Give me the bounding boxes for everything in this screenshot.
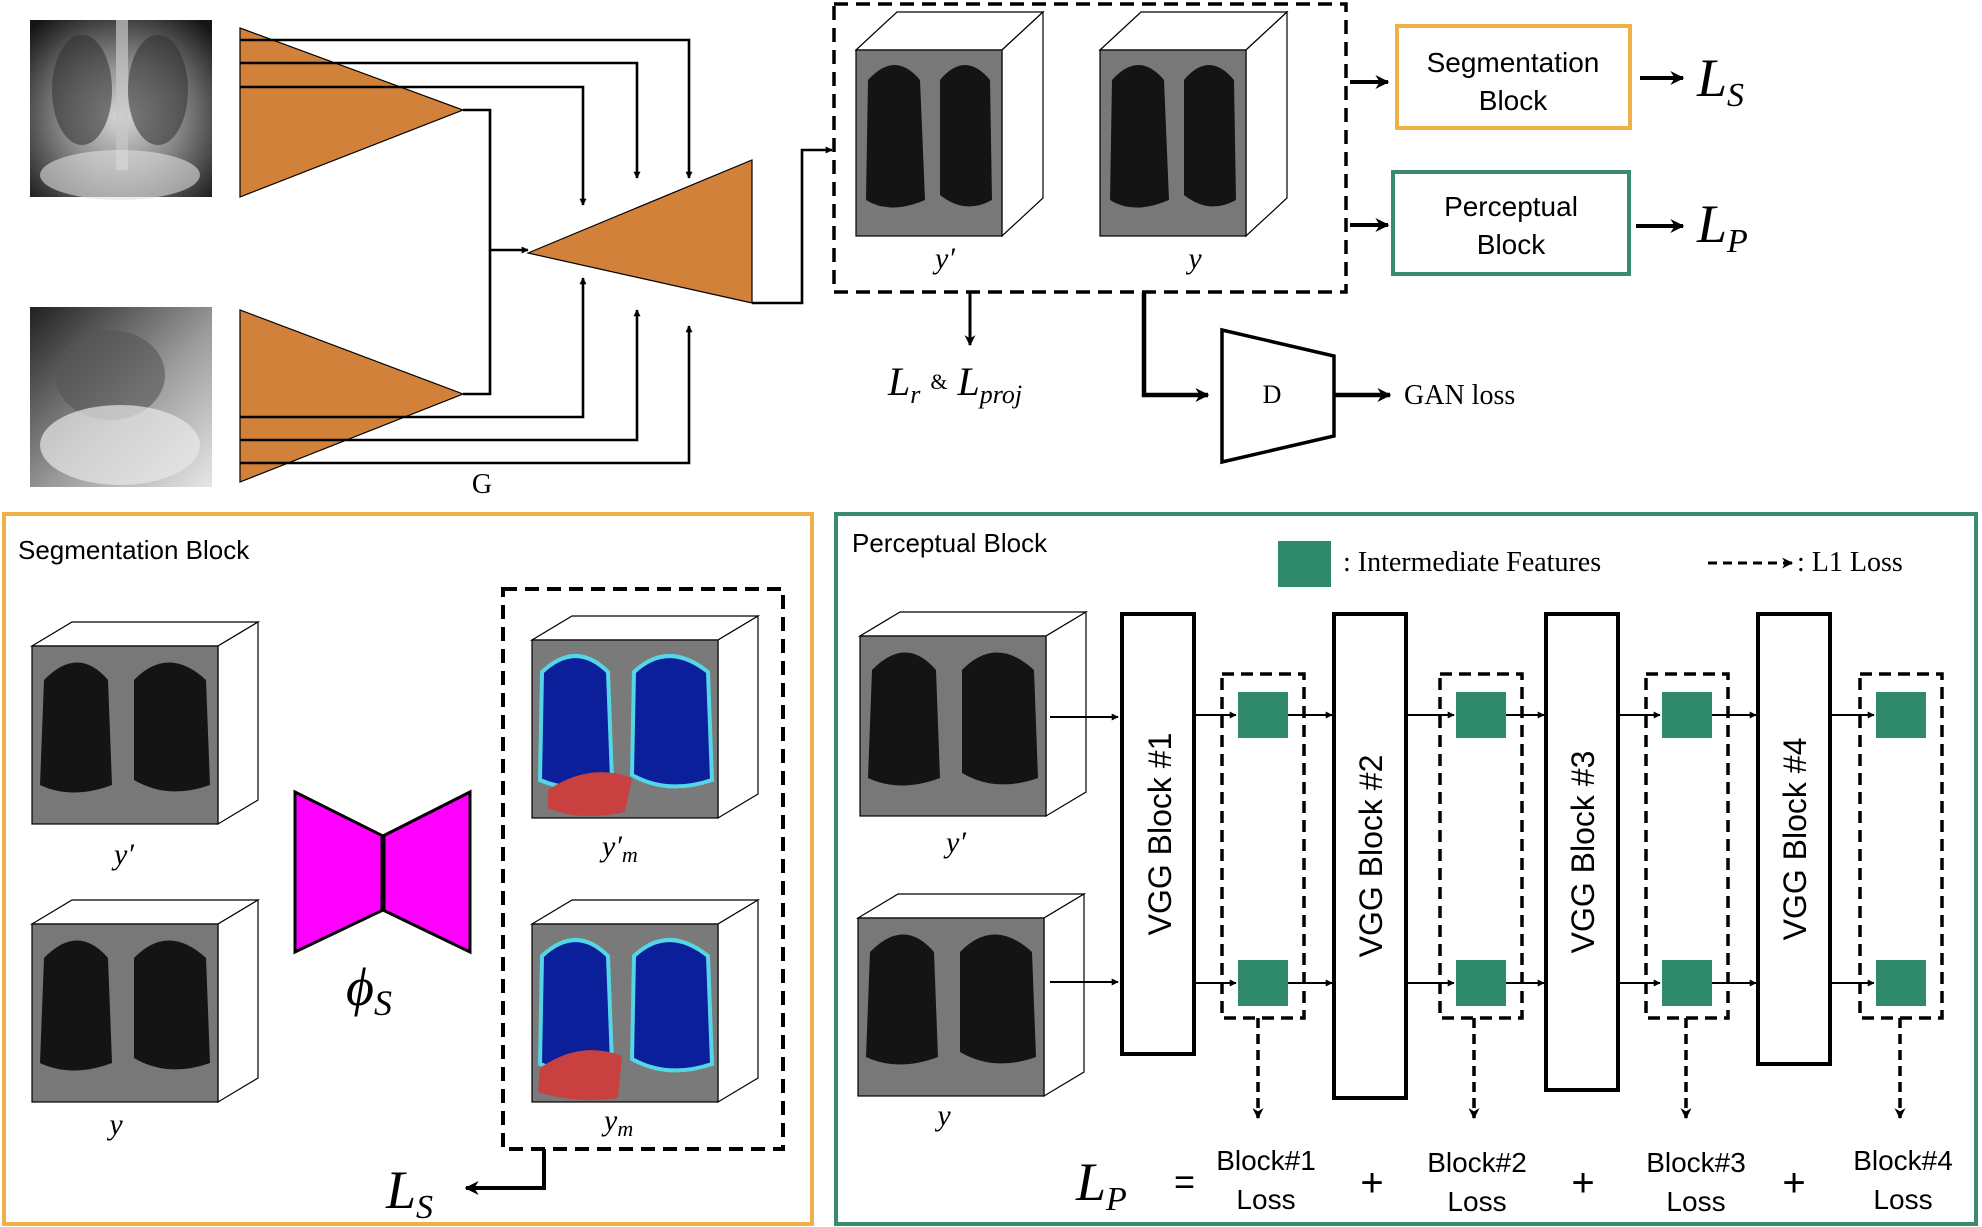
discriminator-label: D xyxy=(1263,380,1282,409)
vgg-block-2 xyxy=(1332,612,1408,1100)
seg-cube-y-prime xyxy=(29,620,261,826)
mask-y-m-label: ym xyxy=(601,1104,633,1141)
vgg-block-4 xyxy=(1756,612,1832,1066)
ct-cube-y xyxy=(1098,10,1289,238)
seg-y-label: y xyxy=(106,1108,123,1141)
discriminator-trapezoid xyxy=(1220,327,1336,465)
xray-frontal-image xyxy=(30,20,212,200)
decoder-triangle xyxy=(526,159,753,304)
y-prime-label: y′ xyxy=(932,242,955,275)
l1-loss-arrows xyxy=(1252,1018,1906,1120)
vgg-block-4-label: VGG Block #4 xyxy=(1777,738,1813,941)
loss-term-2-line2: Loss xyxy=(1447,1186,1506,1217)
loss-term-4-line2: Loss xyxy=(1873,1184,1932,1215)
mask-cube-y-prime-m xyxy=(529,614,761,820)
flow-arrows xyxy=(1194,711,1875,987)
seg-block-line1: Segmentation xyxy=(1427,47,1600,78)
legend-l1-text: : L1 Loss xyxy=(1797,547,1903,578)
legend-feature-swatch xyxy=(1278,541,1331,587)
vgg-block-3-label: VGG Block #3 xyxy=(1565,751,1601,954)
loss-term-1-line2: Loss xyxy=(1236,1184,1295,1215)
seg-block-line2: Block xyxy=(1479,85,1548,116)
lp-top-label: LP xyxy=(1696,194,1748,260)
perc-cube-y-prime xyxy=(857,610,1089,818)
loss-term-3-line1: Block#3 xyxy=(1646,1147,1746,1178)
feature-column-1 xyxy=(1220,672,1306,1020)
perc-block-box xyxy=(1391,170,1631,276)
mask-cube-y-m xyxy=(529,898,761,1104)
skip-connections xyxy=(240,38,833,465)
perc-panel-title: Perceptual Block xyxy=(852,528,1048,558)
encoder-triangle-top xyxy=(239,27,465,198)
plus-3: + xyxy=(1782,1161,1805,1205)
mask-dashed-box xyxy=(501,587,785,1151)
feature-column-4 xyxy=(1858,672,1944,1020)
seg-y-prime-label: y′ xyxy=(111,838,134,871)
plus-2: + xyxy=(1571,1161,1594,1205)
vgg-block-2-label: VGG Block #2 xyxy=(1353,755,1389,958)
seg-panel xyxy=(2,512,814,1226)
ct-cube-y-prime xyxy=(854,10,1045,238)
loss-term-2-line1: Block#2 xyxy=(1427,1147,1527,1178)
loss-term-3-line2: Loss xyxy=(1666,1186,1725,1217)
vgg-block-3 xyxy=(1544,612,1620,1092)
perc-block-line1: Perceptual xyxy=(1444,191,1578,222)
seg-block-box xyxy=(1395,24,1632,130)
vgg-block-1 xyxy=(1120,612,1196,1056)
seg-cube-y xyxy=(29,898,261,1104)
vgg-block-1-label: VGG Block #1 xyxy=(1142,733,1178,936)
output-dashed-box xyxy=(832,2,1348,294)
seg-panel-title: Segmentation Block xyxy=(18,535,250,565)
perc-lp-label: LP xyxy=(1075,1152,1127,1218)
phi-s-label: ϕS xyxy=(346,957,392,1023)
xray-lateral-image xyxy=(30,307,212,487)
y-label: y xyxy=(1185,242,1202,275)
recon-loss-label: Lr&Lproj xyxy=(887,359,1022,409)
perc-y-label: y xyxy=(934,1099,951,1132)
encoder-triangle-bottom xyxy=(239,309,465,483)
ls-top-label: LS xyxy=(1696,48,1744,114)
phi-s-network xyxy=(293,789,472,955)
perc-block-line2: Block xyxy=(1477,229,1546,260)
seg-ls-label: LS xyxy=(385,1160,433,1226)
feature-column-3 xyxy=(1644,672,1730,1020)
plus-1: + xyxy=(1360,1161,1383,1205)
perc-panel xyxy=(834,512,1978,1226)
perc-cube-y xyxy=(855,892,1087,1098)
loss-term-4-line1: Block#4 xyxy=(1853,1145,1953,1176)
generator-label: G xyxy=(472,469,492,500)
gan-loss-label: GAN loss xyxy=(1404,380,1515,411)
feature-column-2 xyxy=(1438,672,1524,1020)
perc-y-prime-label: y′ xyxy=(943,826,966,859)
legend-features-text: : Intermediate Features xyxy=(1343,547,1601,578)
equals-sign: = xyxy=(1174,1161,1195,1202)
loss-term-1-line1: Block#1 xyxy=(1216,1145,1316,1176)
mask-y-prime-m-label: y′m xyxy=(599,830,638,867)
